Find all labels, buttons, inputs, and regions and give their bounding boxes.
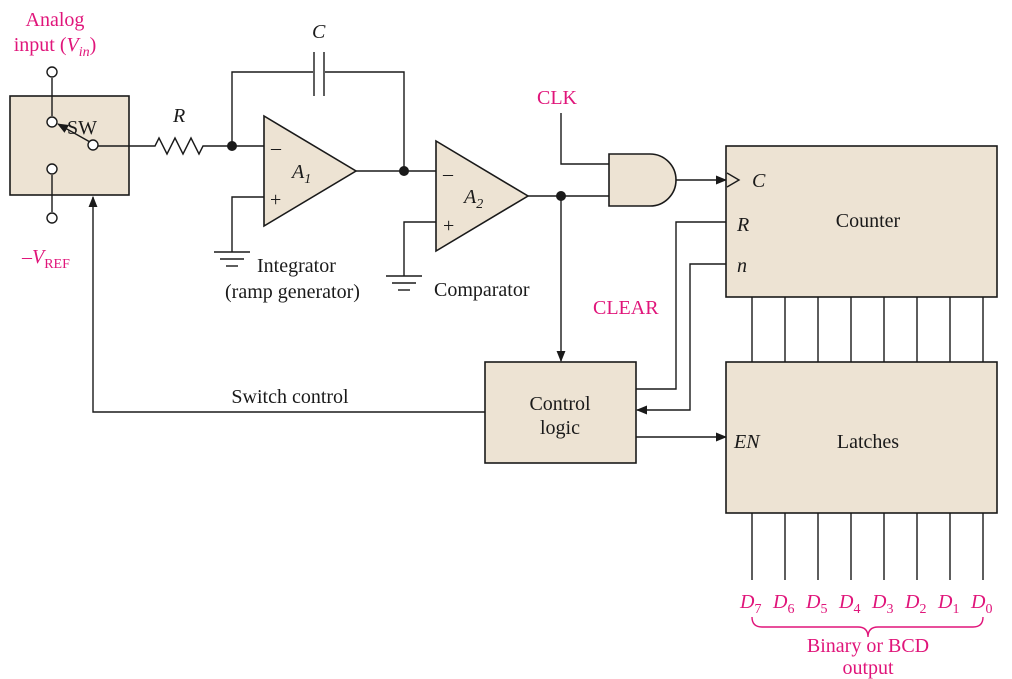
clear-label: CLEAR (593, 297, 659, 319)
sw-pivot (87, 139, 99, 151)
output-label: Binary or BCD (807, 635, 929, 657)
switch-control-wire (88, 195, 485, 413)
capacitor-label: C (312, 21, 326, 43)
switch-control-label: Switch control (231, 386, 349, 408)
cap-left-wire (231, 71, 313, 146)
latches-en-label: EN (733, 431, 761, 453)
vref-terminal (46, 212, 58, 224)
a2-label: A2 (462, 186, 483, 212)
a2-plus-label: + (443, 215, 454, 237)
counter-label: Counter (836, 210, 901, 232)
opamp-a2 (435, 139, 530, 253)
resistor-label: R (172, 105, 185, 127)
output-bit-label: D1 (937, 591, 959, 617)
clk-wire (560, 113, 609, 165)
integrator-sublabel: (ramp generator) (225, 281, 360, 303)
output-bit-label: D5 (805, 591, 827, 617)
output-bit-label: D3 (871, 591, 893, 617)
counter-r-label: R (736, 214, 749, 236)
a2-ground-wire (403, 221, 436, 276)
vref-label: –VREF (21, 246, 70, 272)
control-logic-block (484, 361, 637, 464)
output-bit-label: D7 (739, 591, 761, 617)
latches-output-lines (751, 513, 984, 580)
svg-text:Analog: Analog (26, 9, 85, 31)
sw-upper-contact (46, 116, 58, 128)
latches-label: Latches (837, 431, 899, 453)
a2-minus-label: – (442, 163, 454, 185)
junction-node-a1-out (399, 166, 409, 176)
integrator-label: Integrator (257, 255, 336, 277)
analog-input-terminal (46, 66, 58, 78)
sw-label: SW (67, 117, 97, 139)
control-logic-sublabel: logic (540, 417, 580, 439)
ground-icon (214, 251, 250, 267)
cap-right-wire (325, 71, 405, 171)
a1-minus-label: – (270, 137, 282, 159)
analog-input-label: Analog input (Vin) (14, 9, 97, 60)
opamp-a1 (263, 114, 358, 228)
resistor-r (98, 136, 232, 156)
a1-plus-label: + (270, 189, 281, 211)
clock-input-icon (726, 172, 741, 188)
sw-lower-contact (46, 163, 58, 175)
output-bit-label: D6 (772, 591, 794, 617)
output-bit-label: D4 (838, 591, 860, 617)
output-sublabel: output (842, 657, 894, 679)
clk-label: CLK (537, 87, 578, 109)
output-brace (751, 616, 984, 638)
ground-icon (386, 275, 422, 291)
counter-n-feedback-wire (635, 263, 726, 415)
output-bit-labels: D7 D6 D5 D4 D3 D2 D1 D0 (739, 591, 992, 617)
control-logic-label: Control (529, 393, 591, 415)
clear-wire (636, 221, 726, 390)
svg-text:input (Vin): input (Vin) (14, 34, 97, 60)
comparator-label: Comparator (434, 279, 530, 301)
sw-arm (57, 123, 91, 143)
output-bit-label: D2 (904, 591, 926, 617)
output-bit-label: D0 (970, 591, 992, 617)
svg-text:–VREF: –VREF (21, 246, 70, 272)
a1-label: A1 (290, 161, 311, 187)
and-gate (608, 153, 677, 207)
counter-n-label: n (737, 255, 747, 277)
counter-latches-bus (751, 297, 984, 362)
a1-ground-wire (231, 196, 264, 252)
counter-c-label: C (752, 170, 766, 192)
latches-block (725, 361, 998, 514)
